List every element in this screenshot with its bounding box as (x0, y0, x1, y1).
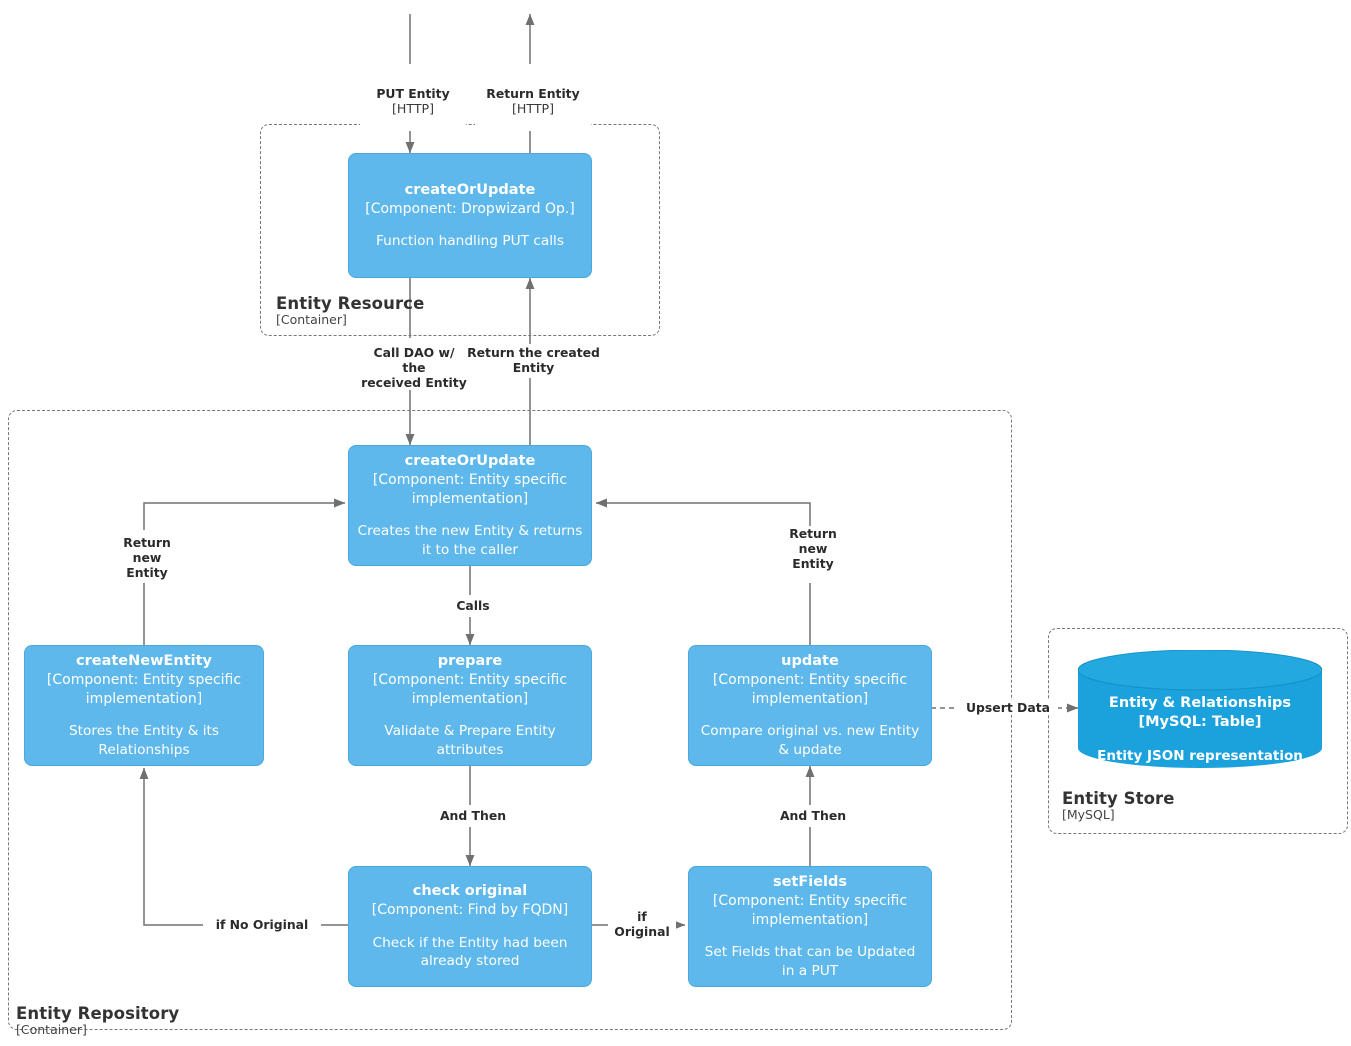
edge-label-return-entity: Return Entity [HTTP] (475, 71, 591, 131)
node-entity-relationships-table[interactable]: Entity & Relationships [MySQL: Table] En… (1078, 650, 1322, 768)
edge-label-text: PUT Entity (376, 86, 450, 101)
edge-label-tech: [HTTP] (391, 101, 435, 116)
node-title: setFields (772, 874, 848, 890)
edge-label-calls: Calls (430, 598, 516, 613)
node-title: createOrUpdate (404, 181, 536, 198)
node-description: Check if the Entity had been already sto… (372, 934, 568, 970)
node-tech: [Component: Entity specific implementati… (372, 672, 568, 707)
edge-label-text: Return Entity (486, 86, 580, 101)
node-tech: [Component: Entity specific implementati… (372, 472, 568, 507)
node-check-original[interactable]: check original [Component: Find by FQDN]… (348, 866, 592, 987)
edge-label-call-dao: Call DAO w/ the received Entity (352, 345, 476, 390)
boundary-entity-repository-tech: [Container] (16, 1022, 87, 1037)
boundary-entity-repository-label: Entity Repository (16, 1004, 180, 1023)
edge-label-return-new-entity-right: Return new Entity (770, 526, 856, 571)
boundary-entity-resource-label: Entity Resource (276, 294, 425, 313)
node-description: Compare original vs. new Entity & update (700, 723, 920, 758)
boundary-entity-store-label: Entity Store (1062, 789, 1175, 808)
node-update[interactable]: update [Component: Entity specific imple… (688, 645, 932, 766)
node-resource-create-or-update[interactable]: createOrUpdate [Component: Dropwizard Op… (348, 153, 592, 278)
boundary-entity-store (1048, 628, 1348, 834)
node-tech: [Component: Find by FQDN] (371, 902, 569, 919)
edge-label-return-created-entity: Return the created Entity (462, 345, 605, 375)
node-description: Creates the new Entity & returns it to t… (357, 523, 583, 558)
edge-label-and-then-right: And Then (765, 808, 861, 823)
node-tech: [Component: Entity specific implementati… (712, 672, 908, 707)
node-title: prepare (437, 653, 503, 669)
node-set-fields[interactable]: setFields [Component: Entity specific im… (688, 866, 932, 987)
edge-label-return-new-entity-left: Return new Entity (104, 535, 190, 580)
node-title: check original (412, 883, 528, 900)
edge-label-put-entity: PUT Entity [HTTP] (360, 71, 466, 131)
node-repo-create-or-update[interactable]: createOrUpdate [Component: Entity specif… (348, 445, 592, 566)
node-description: Validate & Prepare Entity attributes (384, 723, 556, 758)
node-title: createNewEntity (75, 653, 212, 669)
boundary-entity-repository (8, 410, 1012, 1030)
node-title: update (781, 653, 839, 669)
node-title: createOrUpdate (404, 453, 536, 469)
edge-label-if-original: if Original (608, 909, 676, 939)
edge-label-and-then-left: And Then (425, 808, 521, 823)
node-tech: [Component: Entity specific implementati… (712, 893, 908, 928)
edge-label-if-no-original: if No Original (203, 917, 321, 932)
cylinder-shape (1078, 650, 1322, 768)
boundary-entity-store-tech: [MySQL] (1062, 807, 1115, 822)
node-description: Set Fields that can be Updated in a PUT (704, 944, 916, 979)
edge-label-upsert-data: Upsert Data (958, 700, 1058, 715)
boundary-entity-resource-tech: [Container] (276, 312, 347, 327)
edge-label-tech: [HTTP] (511, 101, 555, 116)
node-create-new-entity[interactable]: createNewEntity [Component: Entity speci… (24, 645, 264, 766)
node-tech: [Component: Entity specific implementati… (46, 672, 242, 707)
node-description: Function handling PUT calls (376, 233, 564, 249)
node-description: Stores the Entity & its Relationships (68, 723, 220, 758)
node-prepare[interactable]: prepare [Component: Entity specific impl… (348, 645, 592, 766)
node-tech: [Component: Dropwizard Op.] (365, 200, 575, 217)
